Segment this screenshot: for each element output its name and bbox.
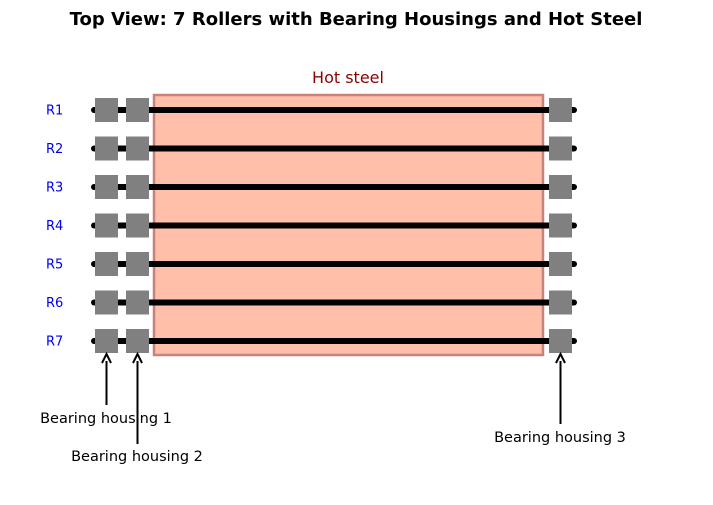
callout-label: Bearing housing 1 — [40, 411, 172, 427]
bearing-housing-1 — [95, 175, 118, 199]
callouts-group: Bearing housing 1 Bearing housing 2 Bearin… — [40, 351, 626, 465]
roller-label: R4 — [46, 219, 63, 234]
roller-r4 — [91, 213, 577, 238]
bearing-housing-2 — [126, 329, 149, 353]
roller-r1 — [91, 98, 577, 122]
bearing-housing-2 — [126, 290, 149, 315]
callout-label: Bearing housing 3 — [494, 430, 626, 446]
bearing-housing-1 — [95, 98, 118, 122]
callout-arrow-head-icon — [101, 351, 112, 364]
callout-bearing-housing-3: Bearing housing 3 — [494, 351, 626, 446]
bearing-housing-2 — [126, 213, 149, 238]
bearing-housing-2 — [126, 175, 149, 199]
bearing-housing-1 — [95, 136, 118, 161]
bearing-housing-1 — [95, 213, 118, 238]
roller-label: R6 — [46, 296, 63, 311]
roller-label: R5 — [46, 258, 63, 273]
bearing-housing-2 — [126, 136, 149, 161]
diagram-title: Top View: 7 Rollers with Bearing Housing… — [70, 9, 643, 30]
bearing-housing-1 — [95, 290, 118, 315]
roller-r5 — [91, 252, 577, 276]
roller-r3 — [91, 175, 577, 199]
roller-r2 — [91, 136, 577, 161]
roller-r7 — [91, 329, 577, 353]
bearing-housing-3 — [549, 213, 572, 238]
bearing-housing-3 — [549, 175, 572, 199]
roller-label: R7 — [46, 335, 63, 350]
roller-label: R2 — [46, 142, 63, 157]
callout-arrow-head-icon — [132, 351, 143, 364]
bearing-housing-1 — [95, 329, 118, 353]
bearing-housing-3 — [549, 136, 572, 161]
bearing-housing-3 — [549, 98, 572, 122]
bearing-housing-2 — [126, 98, 149, 122]
callout-label: Bearing housing 2 — [71, 449, 203, 465]
callout-arrow-head-icon — [555, 351, 566, 364]
callout-bearing-housing-2: Bearing housing 2 — [71, 351, 203, 465]
hot-steel-label: Hot steel — [312, 68, 384, 87]
callout-bearing-housing-1: Bearing housing 1 — [40, 351, 172, 427]
bearing-housing-3 — [549, 329, 572, 353]
roller-label: R1 — [46, 104, 63, 119]
rollers-group — [91, 98, 577, 353]
bearing-housing-2 — [126, 252, 149, 276]
roller-r6 — [91, 290, 577, 315]
bearing-housing-1 — [95, 252, 118, 276]
bearing-housing-3 — [549, 290, 572, 315]
roller-label: R3 — [46, 181, 63, 196]
bearing-housing-3 — [549, 252, 572, 276]
